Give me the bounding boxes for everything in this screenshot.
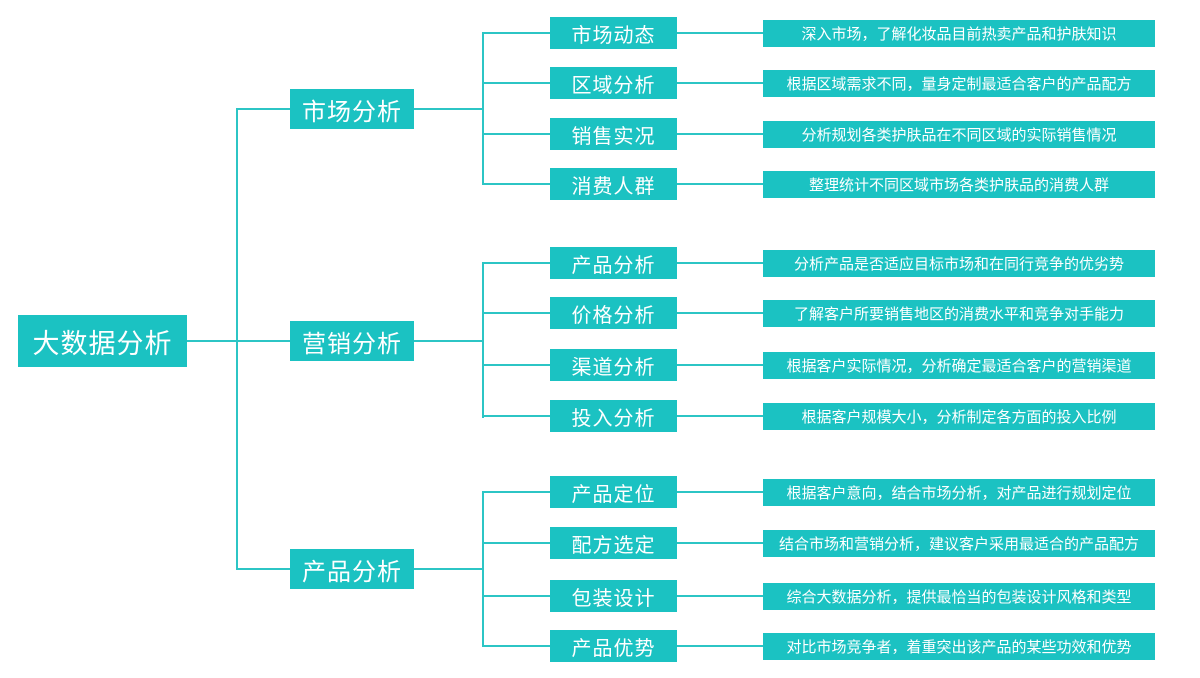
child-node[interactable]: 配方选定 [550, 527, 677, 559]
description-node[interactable]: 根据客户实际情况，分析确定最适合客户的营销渠道 [763, 352, 1155, 379]
connector-line [677, 415, 763, 417]
description-node[interactable]: 了解客户所要销售地区的消费水平和竞争对手能力 [763, 300, 1155, 327]
connector-line [187, 340, 290, 342]
root-node[interactable]: 大数据分析 [18, 315, 187, 367]
description-node[interactable]: 整理统计不同区域市场各类护肤品的消费人群 [763, 171, 1155, 198]
connector-line [677, 133, 763, 135]
branch-node-market-analysis[interactable]: 市场分析 [290, 89, 414, 129]
connector-line [677, 82, 763, 84]
connector-line [677, 32, 763, 34]
branch-node-marketing-analysis[interactable]: 营销分析 [290, 321, 414, 361]
child-node[interactable]: 产品分析 [550, 247, 677, 279]
child-node[interactable]: 渠道分析 [550, 349, 677, 381]
connector-line [236, 108, 238, 570]
description-node[interactable]: 深入市场，了解化妆品目前热卖产品和护肤知识 [763, 20, 1155, 47]
connector-line [677, 183, 763, 185]
description-node[interactable]: 综合大数据分析，提供最恰当的包装设计风格和类型 [763, 583, 1155, 610]
connector-line [482, 364, 550, 366]
description-node[interactable]: 根据客户意向，结合市场分析，对产品进行规划定位 [763, 479, 1155, 506]
child-node[interactable]: 销售实况 [550, 118, 677, 150]
description-node[interactable]: 对比市场竞争者，着重突出该产品的某些功效和优势 [763, 633, 1155, 660]
connector-line [677, 312, 763, 314]
connector-line [482, 491, 484, 647]
connector-line [482, 133, 550, 135]
connector-line [677, 262, 763, 264]
description-node[interactable]: 分析规划各类护肤品在不同区域的实际销售情况 [763, 121, 1155, 148]
child-node[interactable]: 产品定位 [550, 476, 677, 508]
connector-line [482, 542, 550, 544]
connector-line [482, 82, 550, 84]
description-node[interactable]: 分析产品是否适应目标市场和在同行竞争的优劣势 [763, 250, 1155, 277]
child-node[interactable]: 区域分析 [550, 67, 677, 99]
child-node[interactable]: 包装设计 [550, 580, 677, 612]
connector-line [482, 183, 550, 185]
child-node[interactable]: 投入分析 [550, 400, 677, 432]
connector-line [482, 32, 550, 34]
connector-line [414, 108, 482, 110]
child-node[interactable]: 消费人群 [550, 168, 677, 200]
connector-line [482, 312, 550, 314]
connector-line [482, 262, 550, 264]
description-node[interactable]: 根据客户规模大小，分析制定各方面的投入比例 [763, 403, 1155, 430]
connector-line [482, 262, 484, 418]
connector-line [677, 595, 763, 597]
description-node[interactable]: 根据区域需求不同，量身定制最适合客户的产品配方 [763, 70, 1155, 97]
connector-line [677, 491, 763, 493]
description-node[interactable]: 结合市场和营销分析，建议客户采用最适合的产品配方 [763, 530, 1155, 557]
connector-line [414, 568, 482, 570]
child-node[interactable]: 价格分析 [550, 297, 677, 329]
connector-line [414, 340, 482, 342]
connector-line [482, 595, 550, 597]
connector-line [237, 108, 290, 110]
branch-node-product-analysis[interactable]: 产品分析 [290, 549, 414, 589]
connector-line [677, 645, 763, 647]
connector-line [482, 415, 550, 417]
connector-line [237, 568, 290, 570]
child-node[interactable]: 市场动态 [550, 17, 677, 49]
connector-line [677, 542, 763, 544]
connector-line [482, 491, 550, 493]
connector-line [482, 32, 484, 185]
child-node[interactable]: 产品优势 [550, 630, 677, 662]
connector-line [677, 364, 763, 366]
connector-line [482, 645, 550, 647]
